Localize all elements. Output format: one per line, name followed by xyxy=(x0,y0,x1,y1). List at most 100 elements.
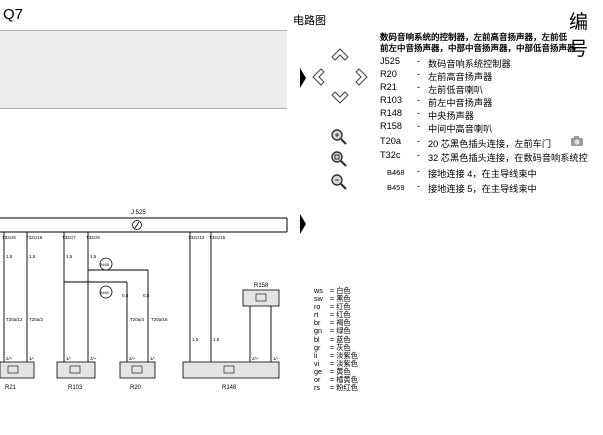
component-row: R20 -左前高音扬声器 xyxy=(380,69,603,82)
component-dash: - xyxy=(417,150,421,160)
legend-item: sw = 黑色 xyxy=(314,294,351,304)
speaker-label: R103 xyxy=(68,385,83,391)
control-unit-label: J 525 xyxy=(131,210,146,216)
component-dash: - xyxy=(417,56,421,66)
zoom-reset-icon[interactable] xyxy=(330,150,348,168)
legend-name: 红色 xyxy=(336,310,351,320)
legend-item: gn = 绿色 xyxy=(314,326,351,336)
legend-item: ws = 白色 xyxy=(314,286,351,295)
component-dash: - xyxy=(417,69,421,79)
connector-label: T32c/13 xyxy=(188,235,205,240)
legend-item: ge = 黄色 xyxy=(314,366,351,376)
component-row: R103-前左中音扬声器 xyxy=(380,95,603,108)
heading-line-1: 数码音响系统的控制器，左前高音扬声器，左前低 xyxy=(380,32,568,42)
legend-name: 黄色 xyxy=(336,366,351,376)
wire-size-label: 1,5 xyxy=(29,254,36,259)
pin-label: 2/+ xyxy=(252,356,259,361)
component-dash: - xyxy=(417,181,421,191)
component-row: B468-接地连接 4，在主导线束中 xyxy=(380,166,603,179)
zoom-out-icon[interactable] xyxy=(330,173,348,191)
legend-item: li = 淡紫色 xyxy=(314,350,358,360)
component-dash: - xyxy=(417,95,421,105)
component-code: R21 xyxy=(380,82,397,92)
wire-size-label: 1,5 xyxy=(213,337,220,342)
pin-label: 1/- xyxy=(273,356,279,361)
legend-code: li xyxy=(314,350,318,360)
legend-name: 蓝色 xyxy=(336,334,351,344)
component-code: T32c xyxy=(380,150,401,160)
component-desc: 接地连接 5，在主导线束中 xyxy=(428,184,537,194)
legend-name: 绿色 xyxy=(336,326,351,336)
legend-item: vi = 淡紫色 xyxy=(314,358,358,368)
component-desc: 左前高音扬声器 xyxy=(428,72,493,82)
door-connector-label: T20a/4 xyxy=(130,317,145,322)
title-panel xyxy=(0,30,287,109)
page-arrow-icon[interactable] xyxy=(299,67,307,89)
page-arrow-icon[interactable] xyxy=(299,213,307,235)
legend-name: 褐色 xyxy=(336,318,351,328)
nav-right-icon[interactable] xyxy=(354,68,368,86)
door-connector-label: T20a/12 xyxy=(6,317,23,322)
connector-label: T32c/18 xyxy=(26,235,43,240)
circuit-diagram: J 525 T32c/8 T32c/18 T32c/7 T32c/8 T32c/… xyxy=(0,210,288,391)
pin-label: 2/+ xyxy=(129,356,136,361)
legend-item: rt = 红色 xyxy=(314,310,351,320)
legend-code: gr xyxy=(314,342,321,352)
component-code: J525 xyxy=(380,56,400,66)
component-desc: 中央扬声器 xyxy=(428,111,474,121)
component-row: B459 -接地连接 5，在主导线束中 xyxy=(380,181,603,194)
legend-item: or = 橘黄色 xyxy=(314,375,358,385)
component-code: R158 xyxy=(380,121,402,131)
pin-label: 2/+ xyxy=(90,356,97,361)
component-dash: - xyxy=(417,166,421,176)
speaker-box-r20 xyxy=(119,361,156,379)
legend-item: ro = 红色 xyxy=(314,302,351,312)
wire-color-legend: ws = 白色 sw = 黑色 ro = 红色 rt = 红色 br = 褐色 … xyxy=(314,286,358,393)
camera-icon[interactable] xyxy=(570,135,584,147)
nav-down-icon[interactable] xyxy=(331,90,349,104)
speaker-icon xyxy=(255,293,267,302)
diagram-label: 电路图 xyxy=(293,15,326,27)
navigation-pad xyxy=(312,48,368,104)
speaker-icon xyxy=(223,365,235,374)
diagram-heading: 数码音响系统的控制器，左前高音扬声器，左前低 前左中音扬声器，中部中音扬声器，中… xyxy=(380,32,602,54)
speaker-label: R20 xyxy=(130,385,142,391)
legend-name: 灰色 xyxy=(336,342,351,352)
legend-name: 淡紫色 xyxy=(336,350,358,360)
legend-code: bl xyxy=(314,334,320,344)
component-dash: - xyxy=(417,121,421,131)
component-dash: - xyxy=(417,82,421,92)
legend-name: 红色 xyxy=(336,302,351,312)
legend-item: br = 褐色 xyxy=(314,318,351,328)
legend-name: 橘黄色 xyxy=(336,375,358,385)
door-connector-label: T20a/2 xyxy=(29,317,44,322)
zoom-in-icon[interactable] xyxy=(330,128,348,146)
speaker-icon xyxy=(7,365,19,374)
ground-point-icon xyxy=(99,257,113,271)
component-dash: - xyxy=(417,136,421,146)
number-label: 编号 xyxy=(569,12,589,60)
speaker-icon xyxy=(69,365,81,374)
control-unit-symbol-mark xyxy=(134,221,140,229)
legend-code: ws xyxy=(314,286,323,295)
component-desc: 中间中高音喇叭 xyxy=(428,124,493,134)
legend-name: 淡紫色 xyxy=(336,358,358,368)
connector-label: T32c/8 xyxy=(2,235,16,240)
ground-point-icon xyxy=(99,285,113,299)
legend-name: 粉红色 xyxy=(336,383,358,393)
nav-left-icon[interactable] xyxy=(312,68,326,86)
legend-code: or xyxy=(314,375,321,385)
legend-name: 白色 xyxy=(336,286,351,295)
component-code: B459 xyxy=(387,183,405,192)
legend-item: gr = 灰色 xyxy=(314,342,351,352)
component-code: R20 xyxy=(380,69,397,79)
component-desc: 接地连接 4，在主导线束中 xyxy=(428,169,537,179)
component-desc: 前左中音扬声器 xyxy=(428,98,493,108)
legend-item: bl = 蓝色 xyxy=(314,334,351,344)
legend-code: rt xyxy=(314,310,319,320)
component-row: R148-中央扬声器 xyxy=(380,108,603,121)
nav-up-icon[interactable] xyxy=(331,48,349,62)
wire-size-label: 0,5 xyxy=(143,293,150,298)
wire-size-label: 1,5 xyxy=(192,337,199,342)
legend-name: 黑色 xyxy=(336,294,351,304)
